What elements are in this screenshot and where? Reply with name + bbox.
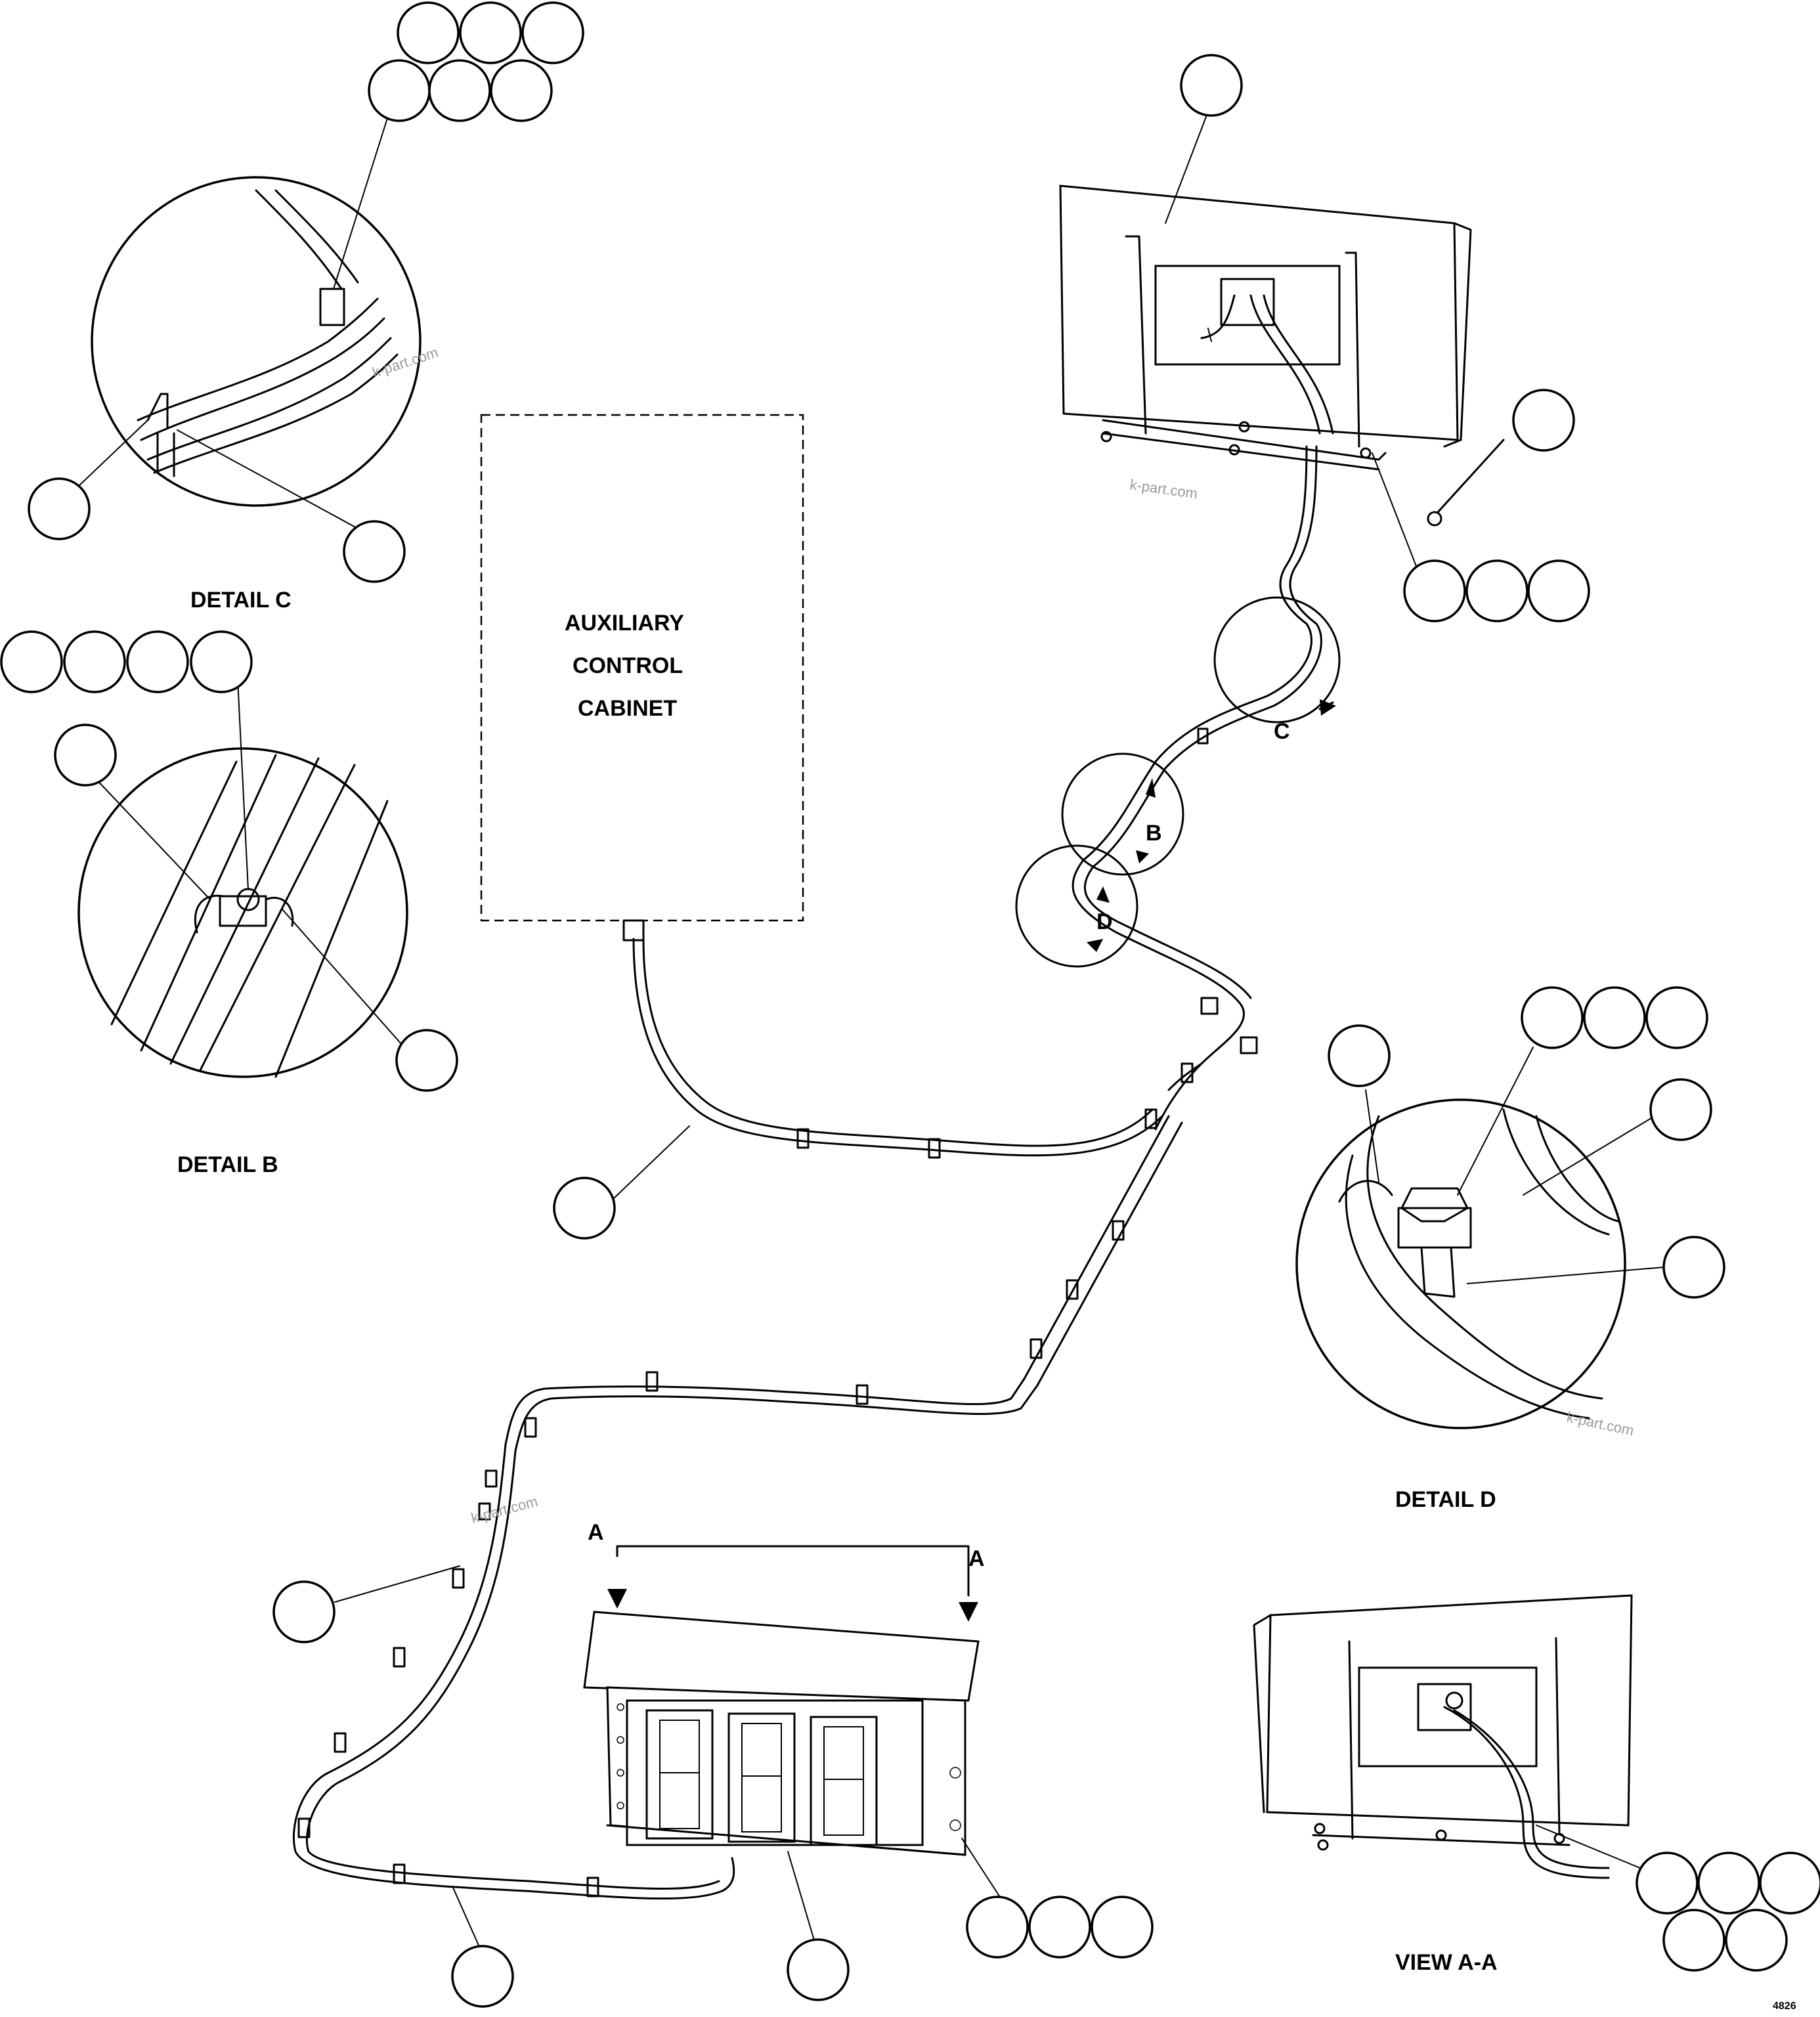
section-a-right-label: A [968, 1546, 985, 1571]
section-a-left-label: A [588, 1520, 604, 1545]
display-housing-rear: k-part.com [1059, 54, 1590, 622]
auxiliary-control-cabinet: AUXILIARY CONTROL CABINET [480, 414, 804, 942]
view-aa: VIEW A-A 4826 [1253, 1594, 1820, 2012]
sheet-code: 4826 [1773, 2001, 1796, 2012]
watermark-2: k-part.com [1129, 476, 1198, 502]
detail-c-label: DETAIL C [190, 588, 292, 613]
display-housing-front: A A [583, 1520, 1154, 2001]
view-aa-label: VIEW A-A [1395, 1950, 1498, 1975]
callout-b-label: B [1146, 821, 1162, 846]
watermark-4: k-part.com [469, 1493, 540, 1527]
detail-d-label: DETAIL D [1395, 1487, 1496, 1512]
detail-b-view: DETAIL B [0, 630, 458, 1177]
watermark-3: k-part.com [1565, 1408, 1636, 1439]
cabinet-label-3: CABINET [578, 696, 677, 721]
detail-callouts: C B D [1015, 596, 1341, 968]
cabinet-label-2: CONTROL [573, 653, 683, 678]
callout-c-label: C [1274, 719, 1290, 744]
detail-b-label: DETAIL B [177, 1152, 278, 1177]
detail-c-view: k-part.com DETAIL C [28, 1, 584, 613]
callout-d-label: D [1096, 909, 1113, 934]
detail-d-view: k-part.com DETAIL D [1295, 986, 1725, 1512]
cabinet-label-1: AUXILIARY [565, 611, 684, 636]
